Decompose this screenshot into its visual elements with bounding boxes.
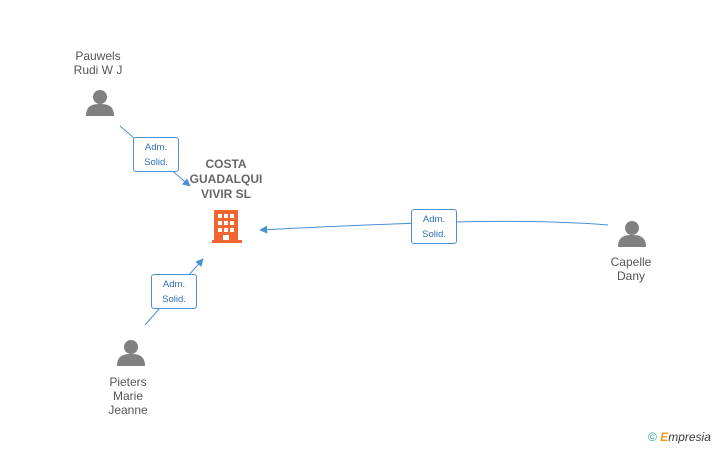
copyright-symbol: ©: [648, 430, 657, 444]
company-name[interactable]: COSTA GUADALQUI VIVIR SL: [189, 157, 263, 201]
relation-role: Adm.: [162, 279, 186, 290]
person-icon[interactable]: [618, 221, 646, 247]
brand-logo-e: E: [660, 430, 669, 444]
relation-badge[interactable]: Adm. Solid.: [151, 274, 197, 309]
person-name-capelle[interactable]: Capelle Dany: [610, 255, 652, 283]
relation-type: Solid.: [422, 229, 446, 240]
relation-role: Adm.: [144, 142, 168, 153]
brand-logo-text: mpresia: [668, 430, 711, 444]
edge-capelle-to-company: [259, 220, 609, 234]
person-icon[interactable]: [117, 340, 145, 366]
person-name-pieters[interactable]: Pieters Marie Jeanne: [108, 375, 148, 417]
building-icon[interactable]: [212, 210, 242, 243]
relation-badge[interactable]: Adm. Solid.: [411, 209, 457, 244]
relation-type: Solid.: [144, 157, 168, 168]
person-name-pauwels[interactable]: Pauwels Rudi W J: [73, 49, 123, 77]
relation-type: Solid.: [162, 294, 186, 305]
person-icon[interactable]: [86, 90, 114, 116]
relation-role: Adm.: [422, 214, 446, 225]
relation-badge[interactable]: Adm. Solid.: [133, 137, 179, 172]
empresia-watermark: © Empresia: [648, 430, 711, 444]
